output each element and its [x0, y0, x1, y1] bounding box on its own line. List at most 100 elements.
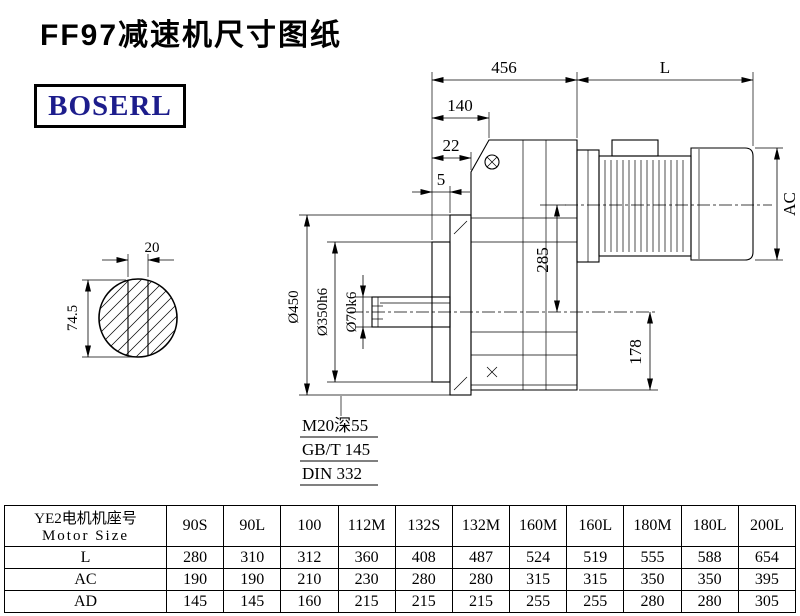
- table-cell: 312: [280, 546, 339, 569]
- dim-d350-label: Ø350h6: [315, 287, 331, 336]
- table-cell: 280: [680, 590, 739, 613]
- table-cell: 145: [223, 590, 282, 613]
- column-header-200l: 200L: [737, 505, 797, 547]
- dim-745-label: 74.5: [65, 305, 81, 331]
- logo-text: BOSERL: [48, 89, 172, 122]
- motor-size-table: YE2电机机座号 Motor Size 90S 90L 100 112M 132…: [4, 505, 797, 613]
- dim-285-label: 285: [533, 247, 552, 273]
- d350-extension-lines: [327, 241, 432, 383]
- table-header-motor-size: YE2电机机座号 Motor Size: [4, 505, 167, 547]
- ac-extension-lines: [755, 147, 783, 261]
- callout-tap-label: M20深55: [302, 416, 368, 435]
- table-cell: 310: [223, 546, 282, 569]
- header-cn: YE2电机机座号: [34, 511, 137, 527]
- table-cell: 350: [623, 568, 682, 591]
- column-header-180l: 180L: [680, 505, 739, 547]
- table-row-L: L 280 310 312 360 408 487 524 519 555 58…: [4, 546, 797, 569]
- dim-20-label: 20: [145, 240, 160, 256]
- top-dimensions: 456 L 140 22 5: [412, 58, 754, 240]
- housing-details: [471, 140, 577, 390]
- output-flange: [449, 214, 472, 396]
- table-cell: 315: [509, 568, 568, 591]
- table-cell: 210: [280, 568, 339, 591]
- column-header-132m: 132M: [451, 505, 511, 547]
- table-cell: 408: [394, 546, 453, 569]
- lifting-eye: [484, 154, 500, 170]
- table-cell: 519: [566, 546, 625, 569]
- boserl-logo: BOSERL: [34, 84, 186, 128]
- table-cell: 350: [680, 568, 739, 591]
- column-header-112m: 112M: [337, 505, 396, 547]
- keyway-extension-lines: [127, 254, 149, 277]
- output-shaft: [350, 296, 658, 328]
- table-cell: 555: [623, 546, 682, 569]
- vertical-dimensions: AC 285 178: [533, 147, 799, 391]
- table-cell: 487: [451, 546, 511, 569]
- table-cell: 280: [165, 546, 225, 569]
- diameter-dimensions: Ø450 Ø350h6 Ø70k6: [286, 214, 450, 396]
- dim-22-label: 22: [443, 136, 460, 155]
- callout-din-label: DIN 332: [302, 464, 362, 483]
- table-cell: 360: [337, 546, 396, 569]
- terminal-box: [611, 139, 659, 157]
- table-cell: 315: [566, 568, 625, 591]
- table-cell: 255: [566, 590, 625, 613]
- table-cell: 160: [280, 590, 339, 613]
- gearbox-body: [431, 139, 578, 396]
- dimension-drawing: 20 74.5: [65, 58, 799, 486]
- table-row-AC: AC 190 190 210 230 280 280 315 315 350 3…: [4, 568, 797, 591]
- hatching: [99, 279, 177, 357]
- keyway-lines: [127, 280, 149, 356]
- housing-bolt-mark: [486, 366, 498, 378]
- row-label-L: L: [4, 546, 167, 569]
- table-row-AD: AD 145 145 160 215 215 215 255 255 280 2…: [4, 590, 797, 613]
- column-header-100: 100: [280, 505, 339, 547]
- table-cell: 215: [451, 590, 511, 613]
- d450-extension-lines: [299, 214, 450, 396]
- column-header-160l: 160L: [566, 505, 625, 547]
- column-header-90l: 90L: [223, 505, 282, 547]
- shaft-circle: [98, 278, 178, 358]
- table-cell: 654: [737, 546, 797, 569]
- dim-178-label: 178: [626, 339, 645, 365]
- housing-outline: [470, 139, 578, 391]
- table-cell: 395: [737, 568, 797, 591]
- callout-gb-label: GB/T 145: [302, 440, 370, 459]
- table-cell: 230: [337, 568, 396, 591]
- table-cell: 190: [223, 568, 282, 591]
- column-header-90s: 90S: [165, 505, 225, 547]
- table-cell: 280: [623, 590, 682, 613]
- column-header-180m: 180M: [623, 505, 682, 547]
- shaft-section-view: 20 74.5: [65, 240, 178, 358]
- table-cell: 524: [509, 546, 568, 569]
- shaft-center-tap: [372, 305, 383, 320]
- dim-AC-label: AC: [780, 192, 799, 216]
- row-label-AD: AD: [4, 590, 167, 613]
- table-cell: 215: [394, 590, 453, 613]
- table-cell: 215: [337, 590, 396, 613]
- table-cell: 145: [165, 590, 225, 613]
- table-header-row: YE2电机机座号 Motor Size 90S 90L 100 112M 132…: [4, 505, 797, 547]
- header-en: Motor Size: [41, 528, 130, 544]
- column-header-132s: 132S: [394, 505, 453, 547]
- table-cell: 280: [451, 568, 511, 591]
- table-cell: 190: [165, 568, 225, 591]
- row-label-AC: AC: [4, 568, 167, 591]
- motor-fins: [604, 160, 684, 252]
- motor: [565, 139, 772, 263]
- dim-d450-label: Ø450: [286, 290, 302, 323]
- page-title: FF97减速机尺寸图纸: [40, 19, 343, 52]
- dim-456-label: 456: [491, 58, 517, 77]
- tap-callout: M20深55 GB/T 145 DIN 332: [300, 396, 378, 486]
- column-header-160m: 160M: [509, 505, 568, 547]
- dim-d70-label: Ø70k6: [344, 291, 360, 332]
- table-cell: 280: [394, 568, 453, 591]
- dim-140-label: 140: [447, 96, 473, 115]
- table-cell: 305: [737, 590, 797, 613]
- fan-cowl: [690, 147, 754, 261]
- flange-bolt-marks: [453, 220, 468, 391]
- table-cell: 588: [680, 546, 739, 569]
- dim-5-label: 5: [437, 170, 446, 189]
- table-cell: 255: [509, 590, 568, 613]
